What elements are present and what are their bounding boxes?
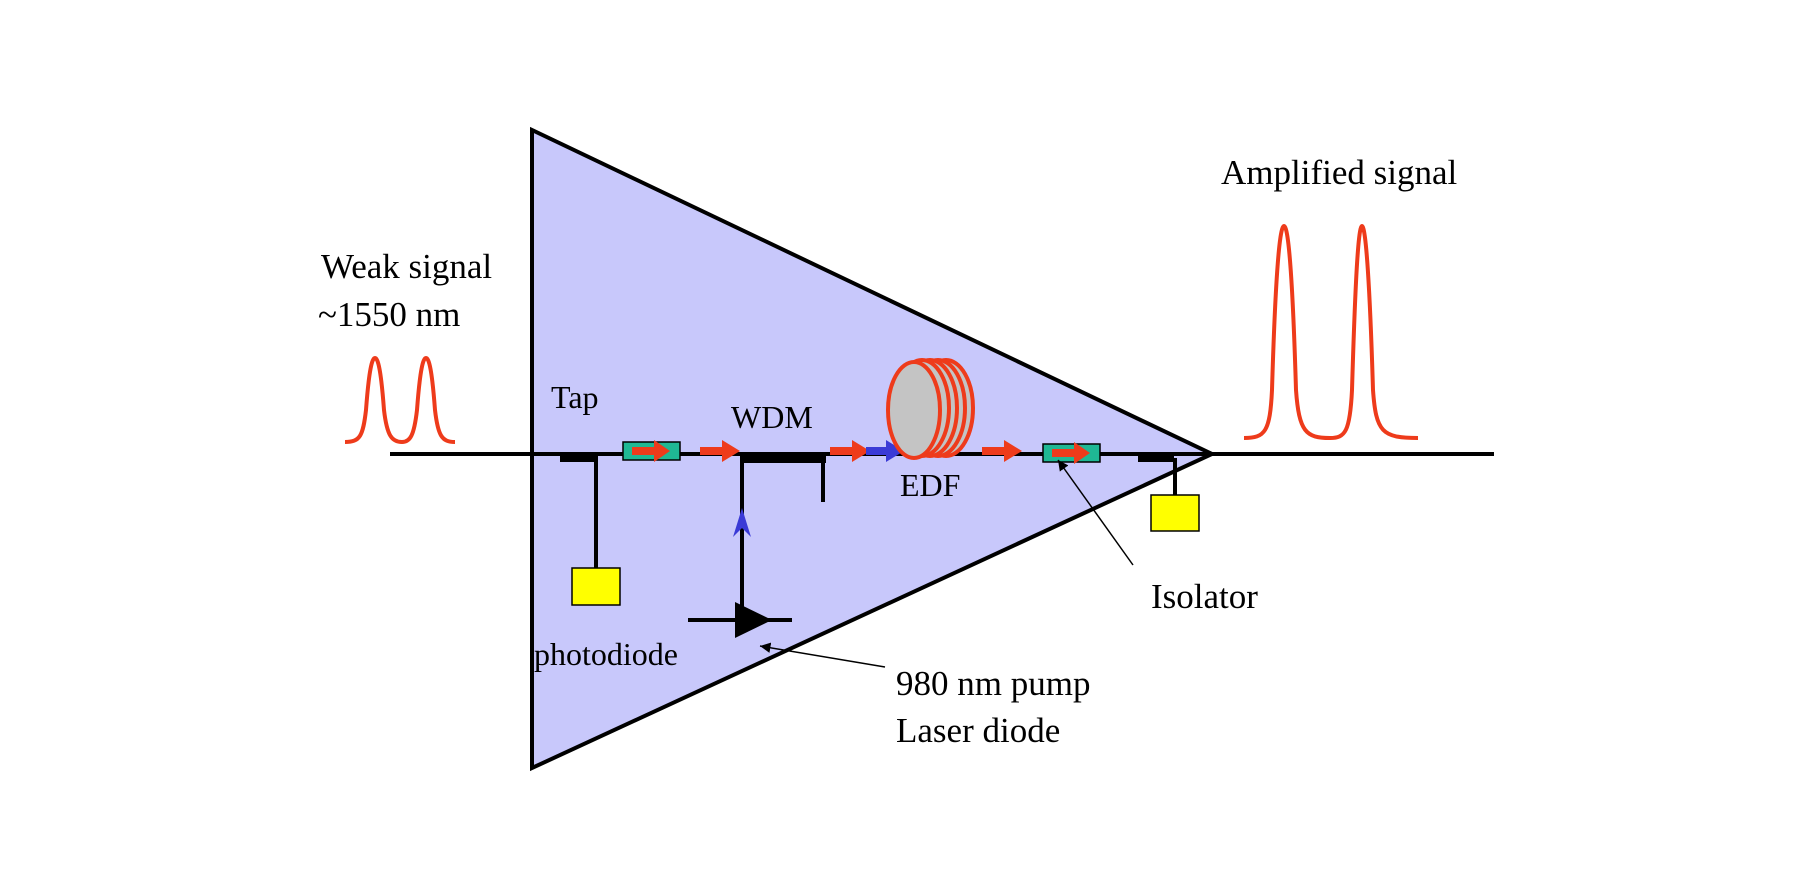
amplified-signal-label: Amplified signal <box>1221 153 1457 192</box>
isolator-arrow-1 <box>632 440 670 462</box>
wdm-label: WDM <box>731 399 813 435</box>
tap-label: Tap <box>551 379 599 415</box>
pump-laser-diode <box>688 602 792 638</box>
pump-label-line1: 980 nm pump <box>896 664 1090 703</box>
weak-signal-label-line1: Weak signal <box>321 247 492 286</box>
amplified-signal-pulses <box>1243 223 1419 441</box>
output-photodiode <box>1150 494 1200 532</box>
input-photodiode <box>571 567 621 606</box>
pump-leader-line <box>759 642 886 668</box>
signal-arrow-3 <box>982 440 1022 462</box>
output-tap-coupler <box>1138 455 1174 462</box>
signal-arrow-2 <box>830 440 870 462</box>
isolator-leader-line <box>1057 459 1134 566</box>
pump-arrow-up <box>733 508 751 537</box>
wdm-coupler <box>740 455 826 620</box>
tap-coupler <box>560 455 598 462</box>
pump-label-line2: Laser diode <box>896 711 1060 750</box>
signal-arrow-1 <box>700 440 740 462</box>
isolator-arrow-2 <box>1052 442 1090 464</box>
pump-arrow-right <box>866 440 904 462</box>
isolator-label: Isolator <box>1151 577 1258 616</box>
weak-signal-pulses <box>344 355 456 445</box>
photodiode-label: photodiode <box>534 636 678 672</box>
edf-coil <box>886 358 975 460</box>
weak-signal-label-line2: ~1550 nm <box>318 295 460 334</box>
edf-label: EDF <box>900 467 960 503</box>
